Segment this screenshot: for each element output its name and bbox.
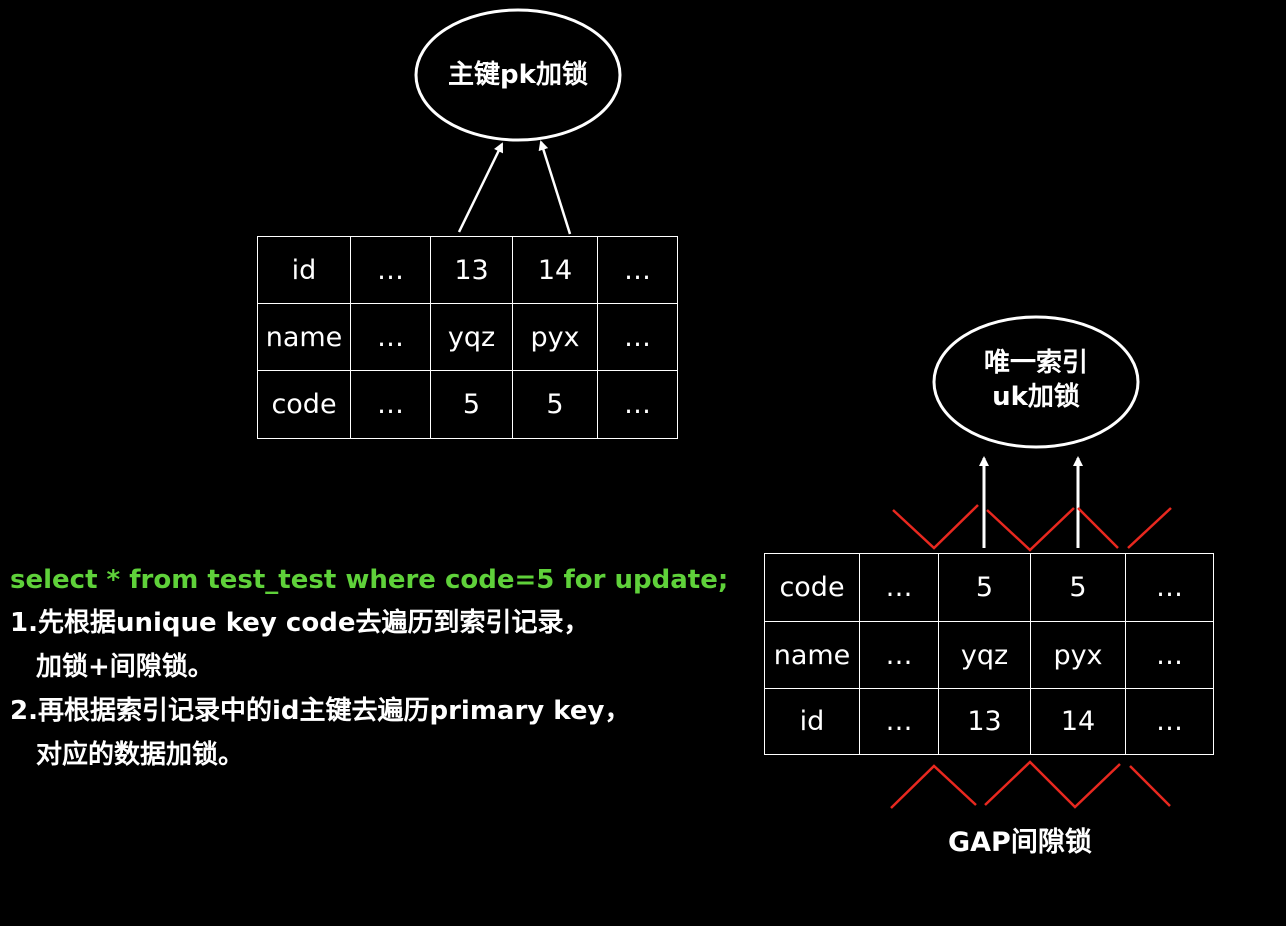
gap-lock-label: GAP间隙锁	[948, 827, 1092, 858]
primary-key-table: id … 13 14 … name … yqz pyx … code … 5 5…	[257, 236, 678, 439]
table-cell: pyx	[1030, 621, 1126, 689]
table-row: id … 13 14 …	[764, 688, 1214, 755]
table-cell: name	[764, 621, 860, 689]
table-cell: …	[350, 370, 431, 439]
table-cell: …	[597, 303, 678, 371]
table-cell: …	[350, 303, 431, 371]
uk-lock-label-line1: 唯一索引	[983, 348, 1088, 378]
table-cell: id	[257, 236, 351, 304]
table-cell: …	[597, 236, 678, 304]
table-cell: …	[597, 370, 678, 439]
step-1-line-1: 1.先根据unique key code去遍历到索引记录，	[10, 608, 590, 638]
table-cell: 5	[512, 370, 598, 439]
table-cell: …	[350, 236, 431, 304]
step-2-line-1: 2.再根据索引记录中的id主键去遍历primary key，	[10, 696, 631, 726]
table-cell: yqz	[430, 303, 513, 371]
step-1-line-2: 加锁+间隙锁。	[36, 652, 214, 682]
table-cell: …	[1125, 621, 1214, 689]
table-cell: 14	[1030, 688, 1126, 755]
uk-lock-label-line2: uk加锁	[992, 382, 1080, 412]
table-row: name … yqz pyx …	[257, 303, 678, 371]
table-cell: code	[257, 370, 351, 439]
arrow-id14-to-pk	[538, 140, 572, 235]
table-row: id … 13 14 …	[257, 236, 678, 304]
table-cell: 13	[938, 688, 1031, 755]
table-cell: name	[257, 303, 351, 371]
step-1: 1.先根据unique key code去遍历到索引记录， 加锁+间隙锁。	[10, 601, 589, 689]
uk-lock-ellipse	[932, 315, 1140, 449]
arrow-id13-to-pk	[457, 142, 504, 233]
table-cell: …	[859, 688, 939, 755]
table-row: name … yqz pyx …	[764, 621, 1214, 689]
table-cell: yqz	[938, 621, 1031, 689]
table-cell: 5	[1030, 553, 1126, 622]
step-2-line-2: 对应的数据加锁。	[36, 740, 245, 770]
table-cell: 13	[430, 236, 513, 304]
sql-statement: select * from test_test where code=5 for…	[10, 565, 729, 595]
step-2: 2.再根据索引记录中的id主键去遍历primary key， 对应的数据加锁。	[10, 689, 630, 777]
unique-key-table: code … 5 5 … name … yqz pyx … id … 13 14…	[764, 553, 1214, 755]
gap-marks-top	[892, 504, 1172, 552]
table-cell: …	[1125, 688, 1214, 755]
table-cell: …	[1125, 553, 1214, 622]
table-row: code … 5 5 …	[764, 553, 1214, 622]
table-cell: 5	[938, 553, 1031, 622]
table-cell: …	[859, 621, 939, 689]
table-cell: pyx	[512, 303, 598, 371]
pk-lock-ellipse	[414, 8, 622, 142]
table-row: code … 5 5 …	[257, 370, 678, 439]
table-cell: id	[764, 688, 860, 755]
table-cell: 5	[430, 370, 513, 439]
gap-marks-bottom	[890, 760, 1171, 809]
uk-lock-label: 唯一索引 uk加锁	[936, 346, 1136, 414]
table-cell: …	[859, 553, 939, 622]
table-cell: 14	[512, 236, 598, 304]
table-cell: code	[764, 553, 860, 622]
pk-lock-label: 主键pk加锁	[448, 60, 588, 90]
